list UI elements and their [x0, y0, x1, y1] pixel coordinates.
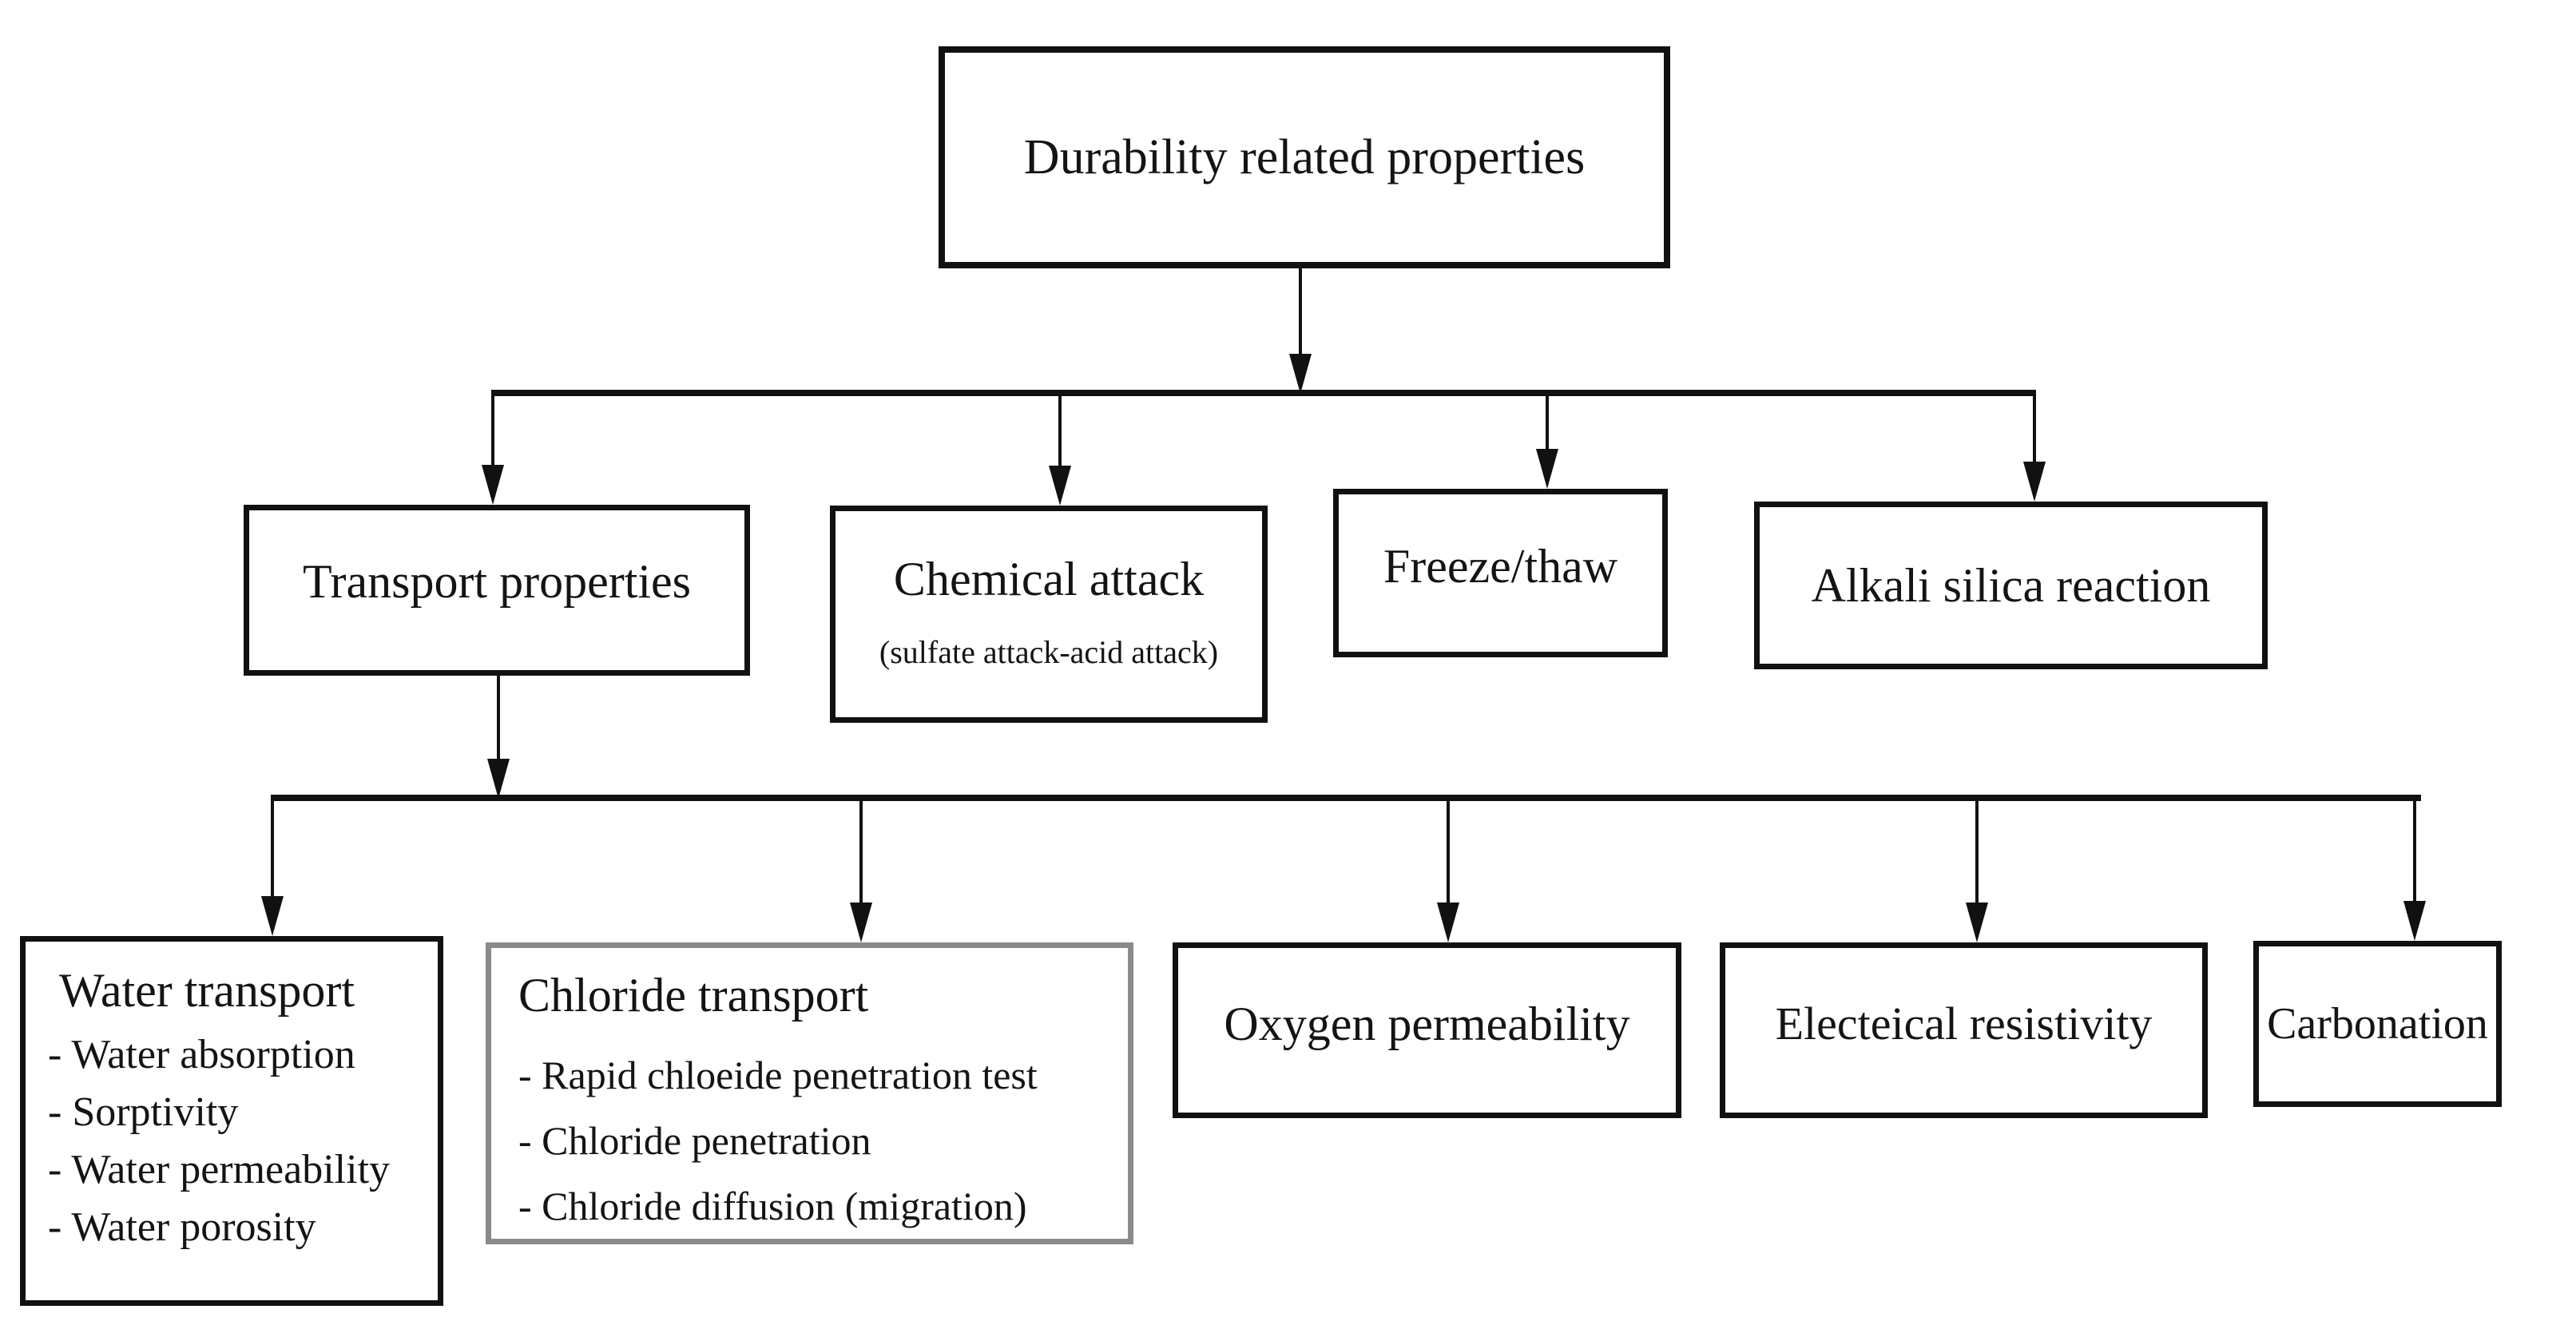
connector-line	[1447, 801, 1450, 904]
node-chloride-transport: Chloride transport - Rapid chloeide pene…	[486, 942, 1133, 1244]
node-water-transport: Water transport - Water absorption - Sor…	[20, 936, 443, 1306]
node-sublabel: (sulfate attack-acid attack)	[879, 634, 1219, 670]
connector-line	[2033, 396, 2036, 463]
arrow-down-icon	[261, 896, 284, 936]
list-item: - Chloride diffusion (migration)	[518, 1184, 1027, 1228]
node-label: Alkali silica reaction	[1811, 559, 2211, 612]
connector-line	[1975, 801, 1979, 904]
arrow-down-icon	[482, 465, 504, 505]
connector-line	[1058, 396, 1062, 467]
node-durability-related-properties: Durability related properties	[939, 46, 1670, 268]
node-oxygen-permeability: Oxygen permeability	[1173, 942, 1681, 1118]
arrow-down-icon	[2023, 462, 2046, 502]
node-freeze-thaw: Freeze/thaw	[1333, 489, 1668, 657]
connector-line	[497, 675, 500, 760]
arrow-down-icon	[2403, 901, 2426, 941]
list-item: - Water porosity	[48, 1204, 316, 1250]
node-label: Carbonation	[2267, 999, 2488, 1049]
list-item: - Chloride penetration	[518, 1118, 871, 1163]
node-chemical-attack: Chemical attack (sulfate attack-acid att…	[830, 506, 1268, 723]
arrow-down-icon	[850, 903, 872, 942]
connector-line	[2413, 801, 2416, 903]
arrow-down-icon	[1536, 449, 1558, 489]
arrow-down-icon	[1966, 903, 1988, 942]
list-item: - Water permeability	[48, 1147, 391, 1192]
connector-line	[1546, 396, 1549, 450]
node-electrical-resistivity: Electeical resistivity	[1720, 942, 2208, 1118]
node-label: Chemical attack	[893, 553, 1205, 605]
list-item: - Water absorption	[48, 1032, 355, 1077]
node-label: Electeical resistivity	[1775, 998, 2153, 1049]
arrow-down-icon	[487, 759, 510, 799]
arrow-down-icon	[1289, 354, 1312, 394]
node-alkali-silica-reaction: Alkali silica reaction	[1754, 502, 2268, 669]
list-item: - Sorptivity	[48, 1089, 239, 1135]
node-transport-properties: Transport properties	[244, 505, 750, 676]
arrow-down-icon	[1049, 466, 1071, 506]
node-label: Freeze/thaw	[1383, 539, 1618, 593]
node-label: Oxygen permeability	[1224, 998, 1630, 1050]
connector-bar	[491, 390, 2036, 396]
connector-line	[1299, 268, 1302, 355]
node-carbonation: Carbonation	[2253, 941, 2502, 1107]
list-item: - Rapid chloeide penetration test	[518, 1053, 1038, 1097]
node-label: Chloride transport	[518, 969, 869, 1022]
connector-line	[271, 801, 274, 898]
node-label: Transport properties	[302, 555, 692, 608]
node-label: Durability related properties	[1023, 130, 1586, 184]
connector-line	[859, 801, 863, 904]
arrow-down-icon	[1437, 903, 1459, 942]
node-label: Water transport	[59, 964, 355, 1017]
connector-line	[491, 396, 494, 466]
connector-bar	[271, 795, 2421, 801]
